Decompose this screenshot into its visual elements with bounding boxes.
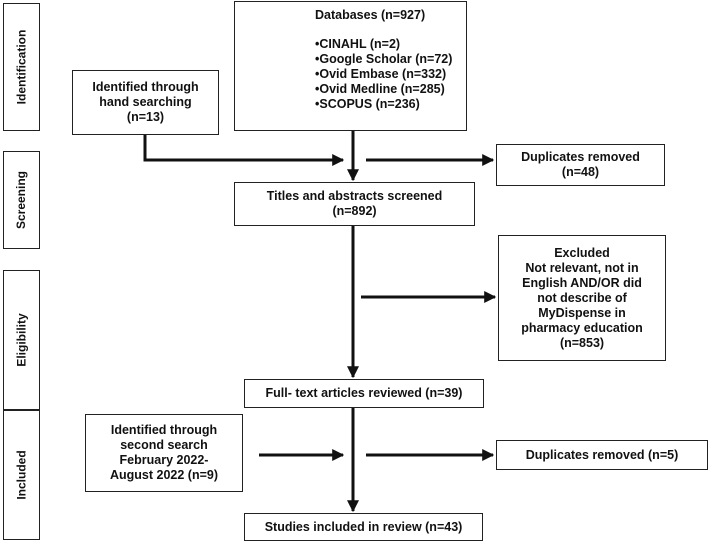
excluded-line: English AND/OR did (522, 275, 642, 290)
second-search-line: Identified through (110, 423, 218, 437)
excluded-line: Excluded (554, 245, 610, 260)
database-item: •CINAHL (n=2) (315, 37, 401, 51)
excluded-line: (n=853) (559, 335, 605, 350)
second-search-line: second search (120, 438, 208, 452)
hand-search-line1: Identified through (92, 80, 199, 94)
included-label: Studies included in review (n=43) (264, 519, 463, 534)
excluded-line: pharmacy education (521, 320, 643, 335)
duplicates-removed-box-1: Duplicates removed (n=48) (496, 144, 665, 186)
stage-included: Included (3, 410, 40, 540)
hand-search-box: Identified through hand searching (n=13) (72, 70, 219, 135)
excluded-line: not describe of (537, 290, 627, 305)
duplicates-removed-box-2: Duplicates removed (n=5) (496, 440, 708, 470)
second-search-line: August 2022 (n=9) (109, 468, 218, 482)
database-item: •Ovid Embase (n=332) (315, 67, 447, 81)
duplicates2-label: Duplicates removed (n=5) (525, 447, 679, 462)
excluded-line: MyDispense in (538, 305, 626, 320)
database-item: •Ovid Medline (n=285) (315, 82, 445, 96)
fulltext-label: Full- text articles reviewed (n=39) (265, 386, 463, 400)
duplicates1-line2: (n=48) (561, 165, 600, 179)
screened-line1: Titles and abstracts screened (266, 189, 443, 203)
database-item: •Google Scholar (n=72) (315, 52, 453, 66)
duplicates1-line1: Duplicates removed (521, 150, 640, 164)
database-item: •SCOPUS (n=236) (315, 97, 420, 111)
databases-title: Databases (n=927) (315, 8, 426, 22)
stage-eligibility: Eligibility (3, 270, 40, 410)
included-box: Studies included in review (n=43) (244, 513, 483, 541)
stage-screening: Screening (3, 151, 40, 249)
excluded-box: Excluded Not relevant, not in English AN… (498, 235, 666, 361)
hand-search-line2: hand searching (99, 95, 192, 109)
fulltext-box: Full- text articles reviewed (n=39) (244, 379, 484, 408)
second-search-box: Identified through second search Februar… (85, 414, 243, 492)
second-search-line: February 2022- (119, 453, 209, 467)
screened-box: Titles and abstracts screened (n=892) (234, 182, 475, 226)
screened-line2: (n=892) (332, 204, 377, 218)
arrow-hand-search-to-main (143, 135, 345, 166)
excluded-line: Not relevant, not in (525, 260, 639, 275)
databases-box: Databases (n=927) •CINAHL (n=2) •Google … (234, 1, 467, 131)
stage-identification: Identification (3, 3, 40, 131)
hand-search-line3: (n=13) (126, 110, 165, 124)
